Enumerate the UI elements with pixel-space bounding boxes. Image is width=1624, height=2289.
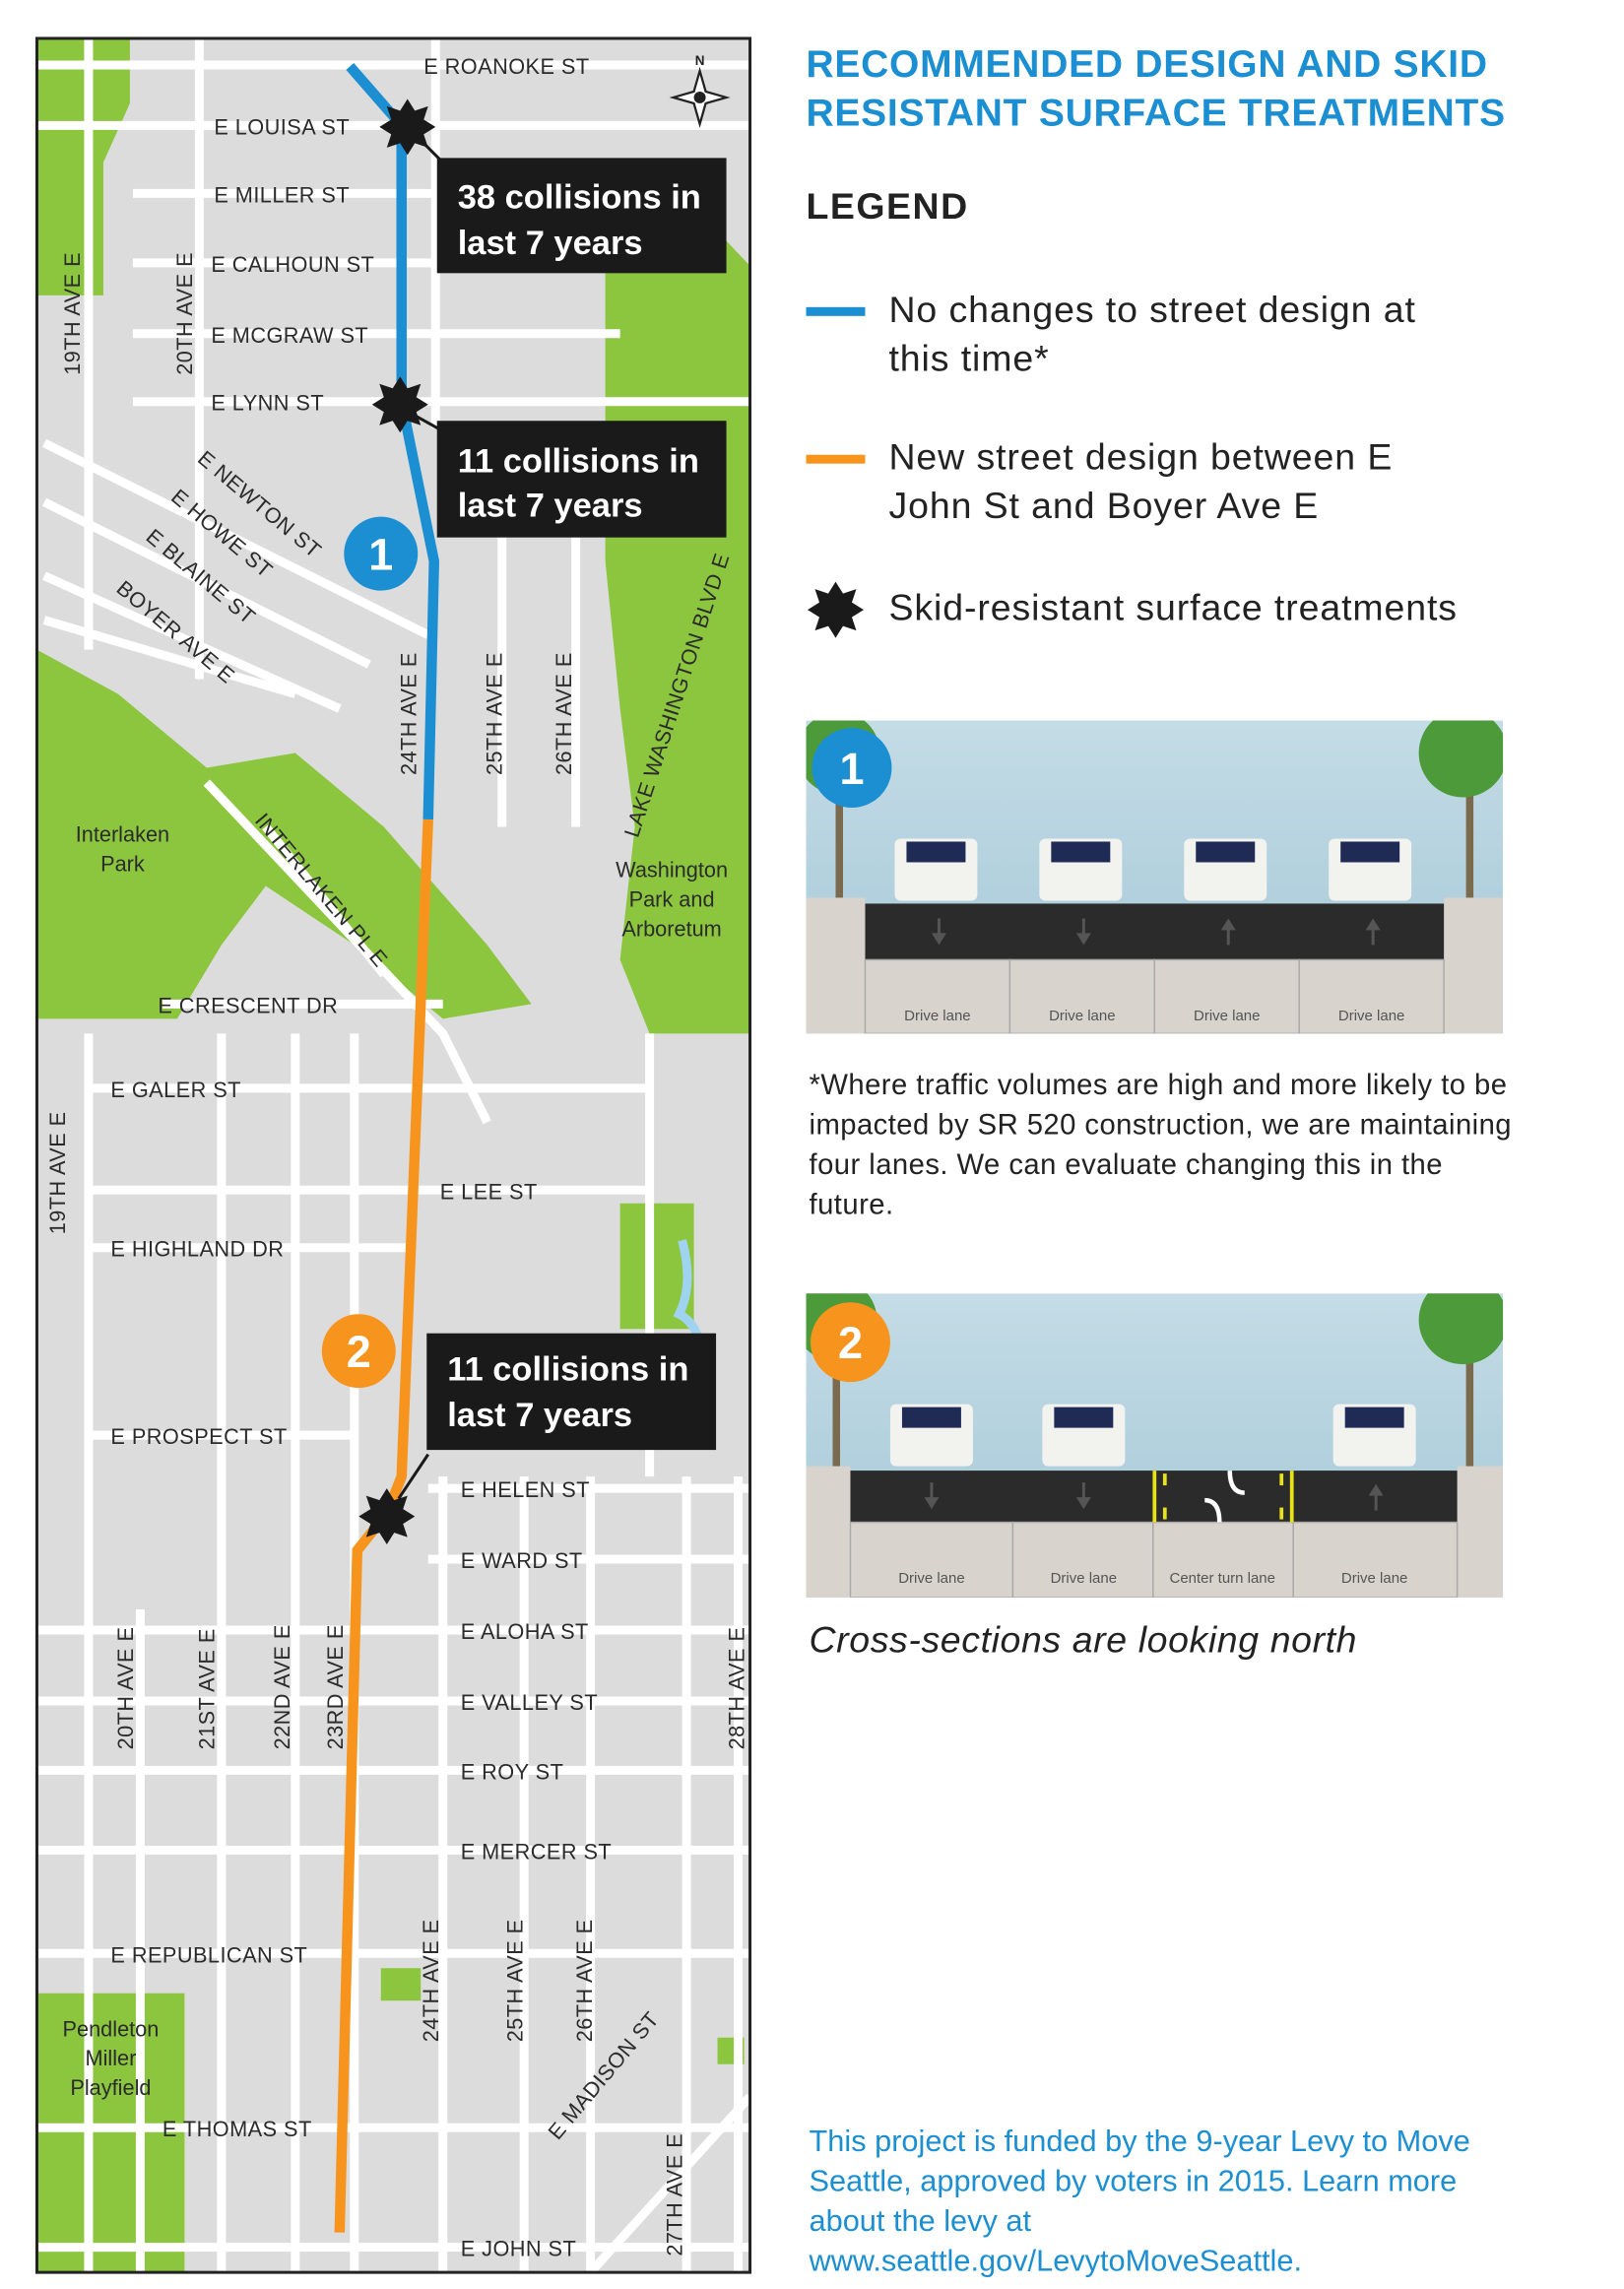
- street-label: 19TH AVE E: [45, 1111, 70, 1234]
- park-label: Park: [100, 851, 145, 876]
- legend-heading: LEGEND: [806, 185, 969, 228]
- street-label: E MILLER ST: [214, 182, 350, 207]
- street-label: 26TH AVE E: [572, 1919, 597, 2042]
- map-frame: [34, 36, 752, 2274]
- section-badge-1: 1: [344, 516, 419, 591]
- street-label: E JOHN ST: [461, 2237, 576, 2261]
- street-label: 25TH AVE E: [483, 652, 507, 775]
- lane-label: Drive lane: [898, 1570, 964, 1587]
- collision-callout: 38 collisions in last 7 years: [436, 158, 727, 274]
- street-label: E CALHOUN ST: [211, 252, 374, 277]
- section-badge-2: [811, 1302, 890, 1383]
- starburst-icon: [371, 376, 428, 433]
- lane-label: Drive lane: [1194, 1008, 1260, 1024]
- legend-label: New street design between E John St and …: [888, 436, 1394, 528]
- parks: [36, 37, 750, 2273]
- lane-label: Center turn lane: [1170, 1570, 1275, 1587]
- street-label: E ROY ST: [461, 1759, 564, 1784]
- park-label: Miller: [85, 2046, 136, 2070]
- street-label: E HELEN ST: [461, 1477, 590, 1502]
- park-label: Arboretum: [621, 916, 721, 941]
- cross-section-2: Drive lane Drive lane Center turn lane D…: [806, 1293, 1504, 1599]
- svg-text:last 7 years: last 7 years: [458, 225, 643, 262]
- street-label: E HIGHLAND DR: [110, 1237, 284, 1262]
- svg-text:last 7 years: last 7 years: [447, 1397, 632, 1434]
- svg-text:11 collisions in: 11 collisions in: [447, 1351, 688, 1389]
- svg-text:38 collisions in: 38 collisions in: [458, 178, 701, 216]
- street-label: E LYNN ST: [211, 391, 324, 416]
- blue-line-icon: [806, 306, 866, 316]
- street-label: E GALER ST: [110, 1078, 240, 1102]
- street-label: 22ND AVE E: [270, 1624, 294, 1749]
- svg-text:1: 1: [368, 530, 393, 580]
- north-arrow-icon: N: [669, 53, 731, 129]
- street-label: E THOMAS ST: [162, 2117, 312, 2141]
- street-label: E WARD ST: [461, 1548, 583, 1573]
- starburst-icon: [808, 581, 864, 638]
- lane-label: Drive lane: [1051, 1570, 1117, 1587]
- street-label: E MCGRAW ST: [211, 323, 368, 348]
- footnote: *Where traffic volumes are high and more…: [809, 1069, 1513, 1221]
- street-label: 20TH AVE E: [113, 1627, 138, 1750]
- badge-number: 1: [839, 744, 864, 794]
- street-label: E MERCER ST: [461, 1839, 612, 1864]
- cross-section-1: Drive lane Drive lane Drive lane Drive l…: [806, 720, 1504, 1034]
- street-label: 19TH AVE E: [60, 252, 85, 375]
- street-label: E CRESCENT DR: [158, 993, 338, 1017]
- section-badge-2: 2: [321, 1314, 396, 1389]
- street-label: 28TH AVE E: [725, 1627, 749, 1750]
- title-line: RESISTANT SURFACE TREATMENTS: [806, 90, 1506, 135]
- street-label: 25TH AVE E: [503, 1919, 528, 2042]
- park-label: Washington: [616, 857, 728, 882]
- lane-label: Drive lane: [1341, 1570, 1407, 1587]
- street-label: 26TH AVE E: [552, 652, 576, 775]
- route-map[interactable]: E ROANOKE ST E LOUISA ST E MILLER ST E C…: [0, 0, 768, 2289]
- park-label: Pendleton: [63, 2016, 160, 2041]
- collision-callout: 11 collisions in last 7 years: [436, 421, 727, 538]
- street-label: 23RD AVE E: [323, 1624, 348, 1749]
- lane-label: Drive lane: [1049, 1008, 1115, 1024]
- collision-callout: 11 collisions in last 7 years: [426, 1333, 717, 1451]
- svg-text:last 7 years: last 7 years: [458, 488, 643, 525]
- lane-label: Drive lane: [1338, 1008, 1404, 1024]
- street-label: E REPUBLICAN ST: [110, 1942, 307, 1967]
- badge-number: 2: [838, 1318, 863, 1368]
- streets: [36, 37, 750, 2273]
- legend-label: No changes to street design at this time…: [888, 289, 1416, 380]
- park-label: Park and: [629, 886, 715, 911]
- orange-line-icon: [806, 454, 866, 464]
- park-label: Playfield: [70, 2075, 151, 2100]
- street-label: E PROSPECT ST: [110, 1424, 287, 1449]
- street-label: E ROANOKE ST: [423, 54, 589, 79]
- street-label: E VALLEY ST: [461, 1690, 598, 1715]
- street-label: 21ST AVE E: [194, 1628, 219, 1749]
- title-line: RECOMMENDED DESIGN AND SKID: [806, 40, 1488, 86]
- svg-text:11 collisions in: 11 collisions in: [458, 443, 699, 481]
- street-label: 24TH AVE E: [397, 652, 422, 775]
- page-title: RECOMMENDED DESIGN AND SKID RESISTANT SU…: [807, 39, 1506, 137]
- park-label: Interlaken: [76, 821, 169, 846]
- funding-note: This project is funded by the 9-year Lev…: [809, 2125, 1470, 2279]
- svg-text:2: 2: [347, 1327, 371, 1377]
- street-label: E ALOHA ST: [461, 1619, 589, 1644]
- lane-label: Drive lane: [904, 1008, 970, 1024]
- street-label: 24TH AVE E: [419, 1919, 443, 2042]
- svg-text:N: N: [695, 53, 705, 68]
- street-label: 27TH AVE E: [663, 2133, 687, 2256]
- cross-section-caption: Cross-sections are looking north: [809, 1619, 1358, 1662]
- street-label: E LOUISA ST: [214, 114, 350, 139]
- starburst-icon: [358, 1488, 416, 1545]
- street-label: 20TH AVE E: [172, 252, 197, 375]
- section-badge-1: [812, 728, 892, 809]
- legend-label: Skid-resistant surface treatments: [888, 587, 1458, 629]
- street-label: E LEE ST: [440, 1179, 538, 1204]
